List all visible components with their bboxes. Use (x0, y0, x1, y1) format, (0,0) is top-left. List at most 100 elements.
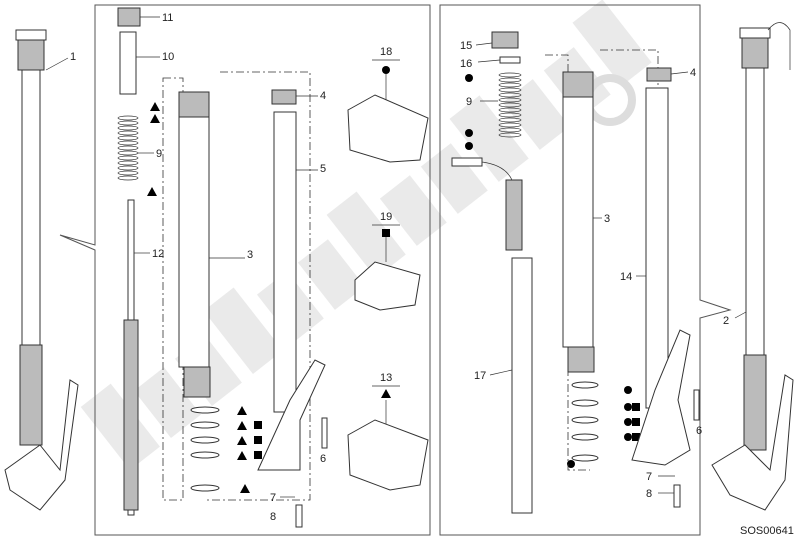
spring-coil (498, 117, 522, 123)
outer-tube-3-right (562, 96, 594, 348)
axle-clamp-5 (257, 359, 326, 471)
kit-18-label: 18 (380, 46, 392, 58)
cap-15 (491, 31, 519, 49)
kit-18-markers-right (465, 74, 640, 468)
cartridge-17 (511, 257, 533, 514)
label-part-11: 11 (162, 12, 173, 24)
watermark-letter-shape (203, 287, 283, 374)
label-part-4: 4 (320, 90, 326, 102)
spring-coil (117, 140, 139, 146)
outer-tube-3-right-top (562, 71, 594, 98)
label-part-9: 9 (156, 148, 162, 160)
watermark-letter-shape (420, 143, 488, 214)
watermark-letter-shape (572, 0, 652, 86)
seal-rings-right (571, 381, 599, 462)
watermark-letter-shape (134, 367, 201, 438)
label-part-9-right: 9 (466, 96, 472, 108)
screw-6-right (693, 389, 700, 421)
spring-coil (498, 92, 522, 98)
label-part-12: 12 (152, 248, 164, 260)
kit-13-label: 13 (380, 372, 392, 384)
spring-coil (117, 175, 139, 181)
triangle-marker-icon (381, 389, 391, 398)
spring-coil (117, 150, 139, 156)
label-part-14: 14 (620, 271, 632, 283)
spring-coil (498, 87, 522, 93)
spring-coil (117, 135, 139, 141)
bushing-4-right (646, 67, 672, 82)
kit-19-label: 19 (380, 211, 392, 223)
watermark-letter-shape (80, 383, 160, 470)
outer-tube-3-top (178, 91, 210, 118)
kit-19: 19 (354, 211, 421, 311)
spring-coil (117, 115, 139, 121)
label-part-1: 1 (70, 51, 76, 63)
screw-6 (321, 417, 328, 449)
spring-coil (498, 77, 522, 83)
spring-coil (498, 132, 522, 138)
sensor-cable-sleeve (505, 179, 523, 251)
watermark-letter-shape (297, 239, 365, 310)
label-part-16: 16 (460, 58, 472, 70)
spring-9-right (498, 72, 522, 138)
spring-coil (117, 160, 139, 166)
spring-coil (117, 130, 139, 136)
label-part-10: 10 (162, 51, 174, 63)
fork-leg-right (711, 22, 794, 511)
label-part-2: 2 (723, 315, 729, 327)
outer-tube-3 (178, 116, 210, 368)
cartridge-12 (123, 319, 139, 511)
spring-coil (117, 125, 139, 131)
label-part-15: 15 (460, 40, 472, 52)
seal-ring (190, 484, 220, 492)
axle-clamp-right (631, 329, 691, 466)
spring-coil (498, 107, 522, 113)
slider-5 (273, 111, 297, 413)
spring-coil (498, 112, 522, 118)
kit-18: 18 (347, 46, 429, 163)
label-part-3-right: 3 (604, 213, 610, 225)
slider-14 (645, 87, 669, 409)
label-part-6-right: 6 (696, 425, 702, 437)
spring-coil (117, 165, 139, 171)
label-part-8-right: 8 (646, 488, 652, 500)
seal-ring (571, 454, 599, 462)
spring-coil (498, 82, 522, 88)
sensor-connector (451, 157, 483, 167)
spacer-16 (499, 56, 521, 64)
tube-10 (119, 31, 137, 95)
seal-ring (571, 416, 599, 424)
spring-coil (498, 122, 522, 128)
seal-ring (571, 399, 599, 407)
spring-coil (498, 102, 522, 108)
label-part-7-right: 7 (646, 471, 652, 483)
spring-coil (498, 97, 522, 103)
label-part-3: 3 (247, 249, 253, 261)
watermark-letter-shape (449, 95, 529, 182)
label-part-17: 17 (474, 370, 486, 382)
right-assembly-frame (439, 4, 732, 536)
spring-coil (117, 155, 139, 161)
spring-coil (117, 170, 139, 176)
seal-ring (571, 433, 599, 441)
kit-13-markers-left (147, 102, 262, 493)
spring-coil (498, 127, 522, 133)
label-part-6: 6 (320, 453, 326, 465)
spring-coil (117, 145, 139, 151)
seal-rings-left (190, 406, 220, 492)
bushing-4 (271, 89, 297, 105)
seal-ring (190, 436, 220, 444)
bolt-8 (295, 504, 303, 528)
diagram-code: SOS00641 (740, 525, 794, 537)
label-part-5: 5 (320, 163, 326, 175)
kit-13: 13 (347, 372, 429, 491)
seal-ring (190, 406, 220, 414)
bolt-8-right (673, 484, 681, 508)
seal-ring (571, 381, 599, 389)
circle-marker-icon (382, 66, 390, 74)
spring-9-left (117, 115, 139, 181)
cap-11 (117, 7, 141, 27)
fork-leg-left (4, 29, 79, 511)
seal-ring (190, 421, 220, 429)
